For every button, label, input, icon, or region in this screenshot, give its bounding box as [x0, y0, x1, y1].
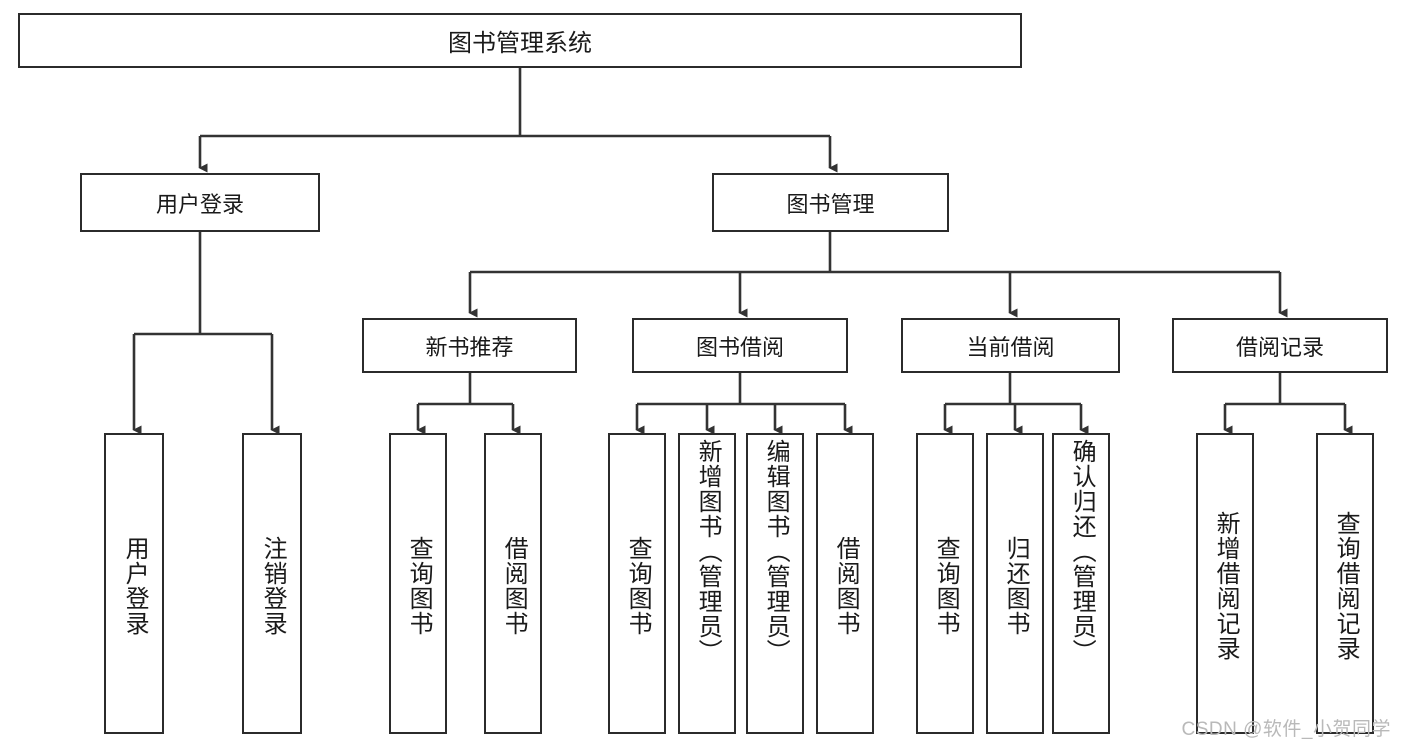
node-book-borrow-label: 图书借阅 [695, 334, 784, 360]
leaf-confirm-return-label: 确认归还（管理员） [1068, 439, 1096, 664]
node-current-borrow[interactable]: 当前借阅 [901, 318, 1120, 373]
leaf-borrow-book-bb-label: 借阅图书 [832, 535, 860, 636]
node-root-label: 图书管理系统 [448, 30, 592, 57]
leaf-logout-login-label: 注销登录 [259, 535, 287, 636]
leaf-confirm-return-wrap: 确认归还（管理员） [1054, 439, 1108, 732]
leaf-user-login-wrap: 用户登录 [106, 439, 162, 732]
node-leaf-query-book-rec[interactable]: 查询图书 [389, 433, 447, 734]
leaf-query-book-rec-wrap: 查询图书 [391, 439, 445, 732]
node-leaf-borrow-book-rec[interactable]: 借阅图书 [484, 433, 542, 734]
leaf-query-book-bb-wrap: 查询图书 [610, 439, 664, 732]
leaf-add-book-wrap: 新增图书（管理员） [680, 439, 734, 732]
leaf-add-book-label: 新增图书（管理员） [694, 439, 722, 664]
node-leaf-add-record[interactable]: 新增借阅记录 [1196, 433, 1254, 734]
node-borrow-record[interactable]: 借阅记录 [1172, 318, 1388, 373]
leaf-logout-login-wrap: 注销登录 [244, 439, 300, 732]
node-leaf-add-book[interactable]: 新增图书（管理员） [678, 433, 736, 734]
node-book-management-label: 图书管理 [786, 191, 875, 217]
node-leaf-borrow-book-bb[interactable]: 借阅图书 [816, 433, 874, 734]
leaf-add-record-wrap: 新增借阅记录 [1198, 439, 1252, 732]
node-leaf-return-book[interactable]: 归还图书 [986, 433, 1044, 734]
node-new-book-recommend[interactable]: 新书推荐 [362, 318, 577, 373]
leaf-borrow-book-rec-label: 借阅图书 [500, 535, 528, 636]
leaf-query-record-wrap: 查询借阅记录 [1318, 439, 1372, 732]
node-borrow-record-label: 借阅记录 [1235, 334, 1324, 360]
leaf-query-book-bb-label: 查询图书 [624, 535, 652, 636]
leaf-add-record-label: 新增借阅记录 [1212, 510, 1240, 661]
node-user-login[interactable]: 用户登录 [80, 173, 320, 232]
node-leaf-user-login[interactable]: 用户登录 [104, 433, 164, 734]
node-leaf-edit-book[interactable]: 编辑图书（管理员） [746, 433, 804, 734]
leaf-borrow-book-rec-wrap: 借阅图书 [486, 439, 540, 732]
node-new-book-recommend-label: 新书推荐 [425, 334, 514, 360]
node-leaf-logout-login[interactable]: 注销登录 [242, 433, 302, 734]
node-leaf-query-book-cb[interactable]: 查询图书 [916, 433, 974, 734]
leaf-edit-book-label: 编辑图书（管理员） [762, 439, 790, 664]
watermark-text: CSDN @软件_小贺同学 [1181, 719, 1391, 740]
leaf-return-book-wrap: 归还图书 [988, 439, 1042, 732]
node-root[interactable]: 图书管理系统 [18, 13, 1022, 68]
node-user-login-label: 用户登录 [155, 191, 244, 217]
node-leaf-query-record[interactable]: 查询借阅记录 [1316, 433, 1374, 734]
node-book-management[interactable]: 图书管理 [712, 173, 949, 232]
node-leaf-query-book-bb[interactable]: 查询图书 [608, 433, 666, 734]
leaf-return-book-label: 归还图书 [1002, 535, 1030, 636]
node-leaf-confirm-return[interactable]: 确认归还（管理员） [1052, 433, 1110, 734]
node-book-borrow[interactable]: 图书借阅 [632, 318, 848, 373]
leaf-query-record-label: 查询借阅记录 [1332, 510, 1360, 661]
leaf-user-login-label: 用户登录 [121, 535, 149, 636]
leaf-query-book-rec-label: 查询图书 [405, 535, 433, 636]
node-current-borrow-label: 当前借阅 [966, 334, 1055, 360]
leaf-query-book-cb-wrap: 查询图书 [918, 439, 972, 732]
leaf-edit-book-wrap: 编辑图书（管理员） [748, 439, 802, 732]
leaf-borrow-book-bb-wrap: 借阅图书 [818, 439, 872, 732]
leaf-query-book-cb-label: 查询图书 [932, 535, 960, 636]
